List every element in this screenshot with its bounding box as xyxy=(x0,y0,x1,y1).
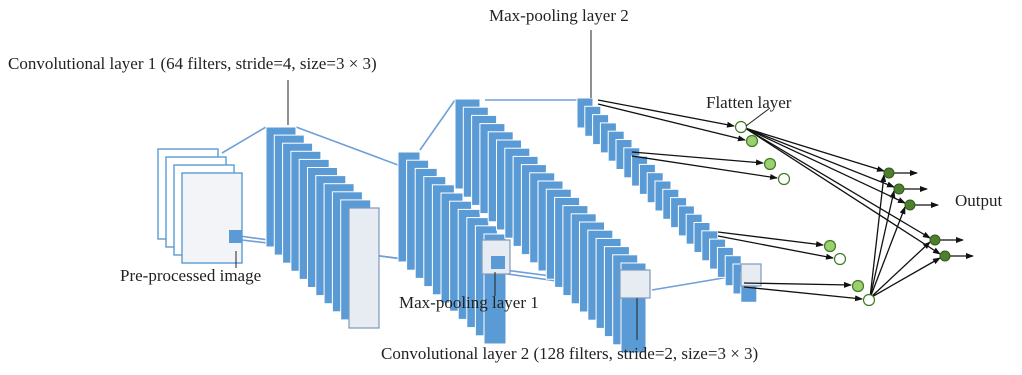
input-kernel-marker xyxy=(229,230,242,243)
connector-line xyxy=(419,99,456,151)
dense-arrows xyxy=(597,99,974,302)
flatten-node xyxy=(734,120,748,134)
output-label: Output xyxy=(955,191,1003,210)
arrow-icon xyxy=(869,174,887,299)
flatten-node xyxy=(777,172,791,186)
flatten-node xyxy=(745,134,759,148)
flatten-label: Flatten layer xyxy=(706,93,792,112)
conv2-filter-stack xyxy=(454,98,651,354)
conv1-label: Convolutional layer 1 (64 filters, strid… xyxy=(8,54,377,73)
connector-line xyxy=(221,126,267,154)
arrow-icon xyxy=(744,127,906,204)
arrow-icon xyxy=(631,155,778,180)
maxpool2-filter-stack xyxy=(576,97,762,303)
arrow-icon xyxy=(869,257,941,299)
arrow-icon xyxy=(717,235,834,260)
arrow-icon xyxy=(744,127,941,255)
flatten-node xyxy=(851,279,865,293)
flatten-node xyxy=(763,157,777,171)
maxpool1-filter-stack xyxy=(397,151,511,345)
conv1-filter xyxy=(348,207,380,329)
output-node xyxy=(883,167,895,179)
arrow-icon xyxy=(869,190,896,299)
neuron-nodes xyxy=(734,120,951,307)
flatten-node xyxy=(862,293,876,307)
output-node xyxy=(929,234,941,246)
preprocessed-label: Pre-processed image xyxy=(120,266,261,285)
arrow-icon xyxy=(717,231,824,248)
conv2-label: Convolutional layer 2 (128 filters, stri… xyxy=(381,344,758,363)
flatten-node xyxy=(823,239,837,253)
maxpool1-label: Max-pooling layer 1 xyxy=(399,293,539,312)
arrow-icon xyxy=(869,206,906,299)
conv2-filter xyxy=(619,269,651,299)
arrow-icon xyxy=(743,281,852,288)
arrow-icon xyxy=(869,241,931,299)
arrow-icon xyxy=(744,127,885,172)
pool2-filter xyxy=(740,263,762,287)
input-image-card xyxy=(181,172,243,264)
arrow-icon xyxy=(744,127,895,188)
connector-line xyxy=(295,126,399,166)
label-leaders xyxy=(235,30,771,340)
output-node xyxy=(904,199,916,211)
output-node xyxy=(939,250,951,262)
arrow-icon xyxy=(743,286,863,302)
arrow-icon xyxy=(597,103,746,142)
arrow-icon xyxy=(631,151,764,166)
pool1-kernel-marker xyxy=(491,256,505,269)
maxpool2-label: Max-pooling layer 2 xyxy=(489,6,629,25)
preprocessed-image-stack xyxy=(157,148,243,264)
output-node xyxy=(893,183,905,195)
flatten-node xyxy=(833,252,847,266)
arrow-icon xyxy=(597,99,735,128)
conv1-filter-stack xyxy=(265,126,380,329)
arrow-icon xyxy=(744,127,931,239)
